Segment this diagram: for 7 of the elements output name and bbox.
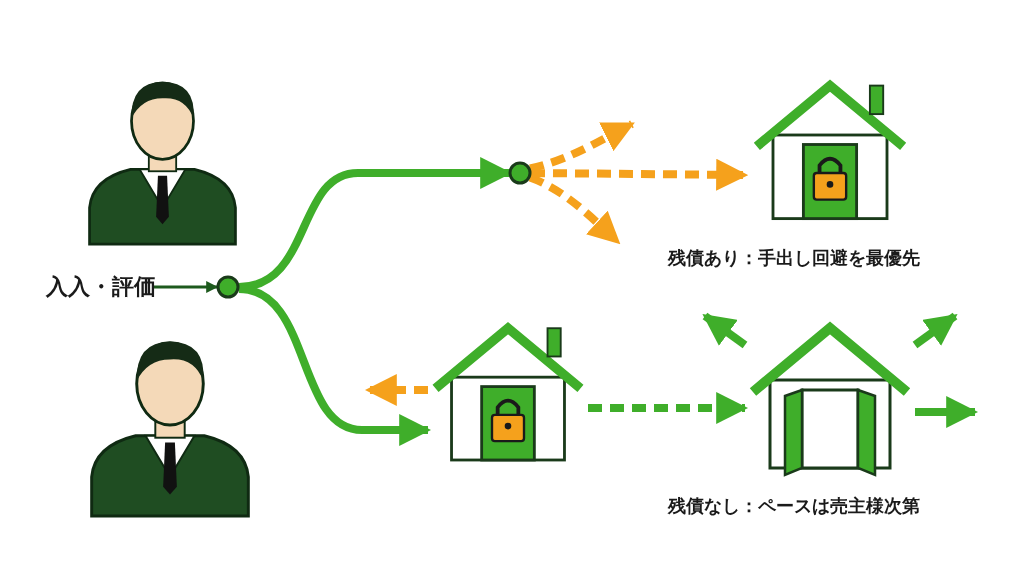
caption-text: 残債あり：手出し回避を最優先 <box>668 246 920 270</box>
arrow <box>530 158 749 191</box>
caption-text: 残債なし：ペースは売主様次第 <box>668 494 920 518</box>
arrow <box>702 312 748 349</box>
arrow <box>912 312 958 349</box>
arrow <box>154 281 219 293</box>
step-label: 入入・評価 <box>46 272 154 302</box>
